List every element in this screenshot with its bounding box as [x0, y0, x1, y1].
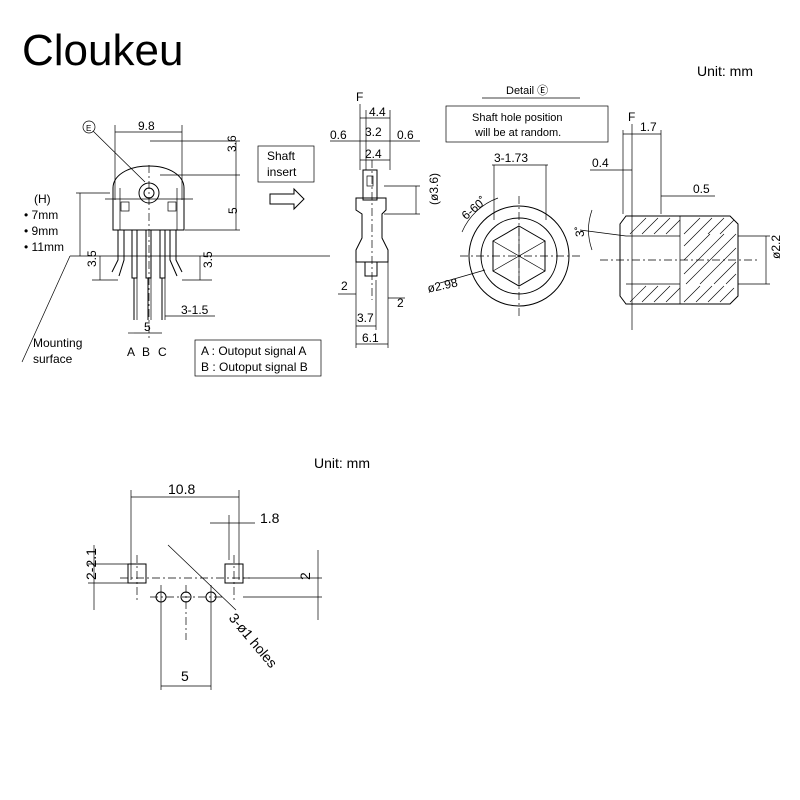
detail-note-1: Shaft hole position [472, 112, 563, 124]
dim-side-2-4: 2.4 [365, 147, 382, 161]
pin-label-b: B [142, 345, 150, 359]
dim-pcb-10-8: 10.8 [168, 481, 195, 497]
dim-side-4-4: 4.4 [369, 105, 386, 119]
dim-side-6-1: 6.1 [362, 331, 379, 345]
dim-pcb-2: 2 [297, 572, 313, 580]
dim-right-3-deg: 3˚ [573, 226, 587, 237]
unit-label-bottom: Unit: mm [314, 455, 370, 471]
dim-front-left-3-5: 3.5 [85, 250, 99, 267]
signal-legend: A : Outoput signal A B : Outoput signal … [194, 339, 322, 377]
mounting-surface-label-2: surface [33, 352, 73, 366]
dim-detail-dia-2-98: ø2.98 [426, 275, 459, 295]
dim-side-dia-3-6: (ø3.6) [427, 173, 441, 205]
dim-front-mid: 5 [226, 207, 240, 214]
front-view: E 9.8 [21, 119, 330, 366]
unit-label-top: Unit: mm [697, 63, 753, 79]
dim-right-0-4: 0.4 [592, 156, 609, 170]
side-view: F 4.4 0.6 3.2 0.6 2.4 (ø3.6) 2 2 [330, 90, 441, 348]
h-option-11mm: • 11mm [24, 240, 64, 254]
e-marker-label: E [86, 124, 91, 133]
dim-pin-span: 5 [144, 320, 151, 334]
h-title: (H) [34, 192, 51, 206]
dim-detail-3-1-73: 3-1.73 [494, 151, 528, 165]
holes-label: 3-ø1 holes [226, 610, 281, 671]
detail-note-2: will be at random. [474, 127, 561, 139]
dim-side-2-left: 2 [341, 279, 348, 293]
h-option-7mm: • 7mm [24, 208, 58, 222]
dim-pcb-5: 5 [181, 668, 189, 684]
dim-side-0-6-right: 0.6 [397, 128, 414, 142]
detail-title: Detail Ⓔ [506, 84, 548, 97]
shaft-insert-callout: Shaft insert [257, 145, 315, 211]
dim-front-top: 3.6 [225, 135, 239, 152]
dim-right-dia-2-2: ø2.2 [769, 235, 783, 259]
brand-title: Cloukeu [22, 26, 183, 75]
section-hatching [629, 217, 737, 303]
h-option-9mm: • 9mm [24, 224, 58, 238]
pin-label-a: A [127, 345, 135, 359]
shaft-insert-label-1: Shaft [267, 149, 296, 163]
detail-e-view: Detail Ⓔ Shaft hole position will be at … [426, 84, 609, 316]
dim-side-3-2: 3.2 [365, 125, 382, 139]
dim-pcb-2-2-1: 2-2.1 [83, 548, 99, 580]
legend-signal-b: B : Outoput signal B [201, 360, 308, 374]
dim-pcb-1-8: 1.8 [260, 510, 280, 526]
dim-side-2-right: 2 [397, 296, 404, 310]
shaft-insert-label-2: insert [267, 165, 297, 179]
pin-label-c: C [158, 345, 167, 359]
dim-right-0-5: 0.5 [693, 182, 710, 196]
dim-right-1-7: 1.7 [640, 120, 657, 134]
side-f-label: F [356, 90, 363, 104]
dim-side-0-6-left: 0.6 [330, 128, 347, 142]
shaft-insert-arrow-icon [269, 187, 305, 211]
dim-side-3-7: 3.7 [357, 311, 374, 325]
legend-signal-a: A : Outoput signal A [201, 344, 306, 358]
dim-pin-pitch-note: 3-1.5 [181, 303, 209, 317]
mounting-surface-label-1: Mounting [33, 336, 82, 350]
right-f-label: F [628, 110, 635, 124]
e-marker-circle [82, 120, 96, 134]
pcb-footprint-view: 10.8 1.8 2-2.1 2 5 3-ø [83, 481, 322, 690]
dim-detail-6-60: 6-60˚ [459, 194, 489, 223]
shaft-end-section: F 1.7 0.4 0.5 [573, 110, 783, 330]
dim-front-width: 9.8 [138, 119, 155, 133]
dim-front-right-3-5: 3.5 [201, 251, 215, 268]
